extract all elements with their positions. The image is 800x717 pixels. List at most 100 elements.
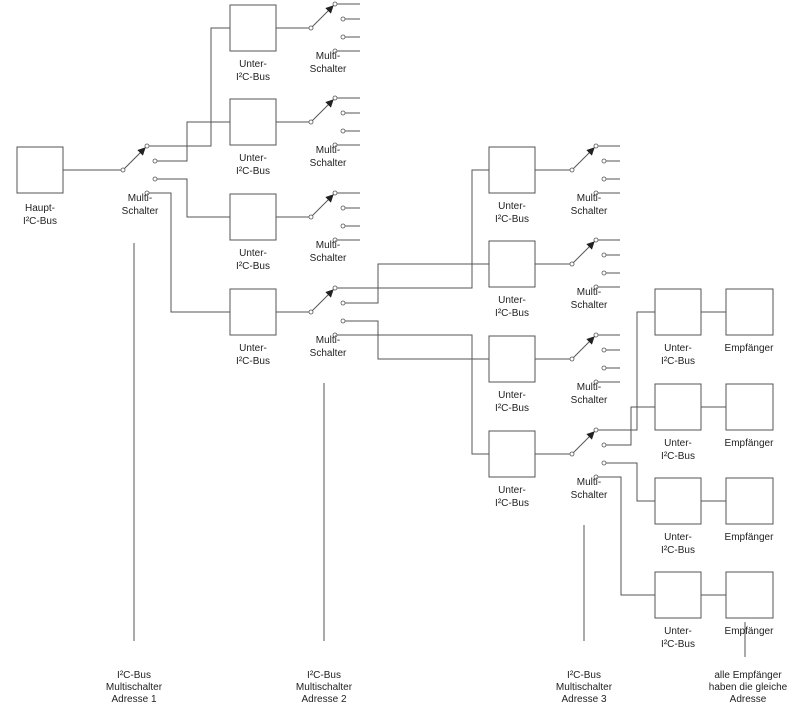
- sub-bus-label: Unter-: [239, 248, 267, 259]
- switch-pivot: [308, 119, 314, 125]
- switch-contact: [332, 95, 338, 101]
- wire: [149, 27, 230, 147]
- address-label: I²C-Bus: [567, 670, 601, 681]
- receiver-box: [725, 477, 774, 525]
- note-label: Adresse: [730, 694, 767, 705]
- wire: [345, 320, 489, 360]
- switch-contact: [340, 128, 346, 134]
- sub-bus-label: I²C-Bus: [661, 545, 695, 556]
- sub-bus-label: Unter-: [498, 201, 526, 212]
- switch-contact: [332, 190, 338, 196]
- switch-pivot: [308, 25, 314, 31]
- switch-pivot: [308, 309, 314, 315]
- switch-contact: [601, 347, 607, 353]
- address-label: Adresse 1: [111, 694, 156, 705]
- wire: [606, 406, 655, 446]
- sub-bus-box: [229, 288, 277, 336]
- wire: [598, 311, 655, 431]
- switch-pivot: [569, 167, 575, 173]
- sub-bus-label: I²C-Bus: [495, 403, 529, 414]
- switch-contact: [340, 34, 346, 40]
- sub-bus-box: [229, 98, 277, 146]
- wire: [337, 169, 489, 289]
- address-label: Multischalter: [296, 682, 353, 693]
- switch-contact: [152, 158, 158, 164]
- switch-label: Multi-: [577, 287, 601, 298]
- sub-bus-label: I²C-Bus: [661, 451, 695, 462]
- switch-label: Multi-: [316, 240, 340, 251]
- sub-bus-box: [654, 571, 702, 619]
- sub-bus-box: [654, 383, 702, 431]
- switch-contact: [601, 270, 607, 276]
- address-label: Multischalter: [106, 682, 163, 693]
- switch-contact: [601, 460, 607, 466]
- sub-bus-label: I²C-Bus: [236, 356, 270, 367]
- switch-contact: [340, 318, 346, 324]
- switch-arm: [571, 336, 595, 360]
- switch-label: Multi-: [128, 193, 152, 204]
- switch-label: Multi-: [316, 145, 340, 156]
- switch-label: Schalter: [571, 490, 608, 501]
- sub-bus-box: [488, 146, 536, 194]
- switch-label: Schalter: [122, 206, 159, 217]
- note-label: haben die gleiche: [709, 682, 788, 693]
- sub-bus-label: Unter-: [664, 626, 692, 637]
- sub-bus-label: Unter-: [664, 438, 692, 449]
- switch-contact: [340, 16, 346, 22]
- switch-contact: [601, 252, 607, 258]
- wire: [149, 192, 230, 313]
- sub-bus-box: [488, 335, 536, 383]
- switch-label: Schalter: [571, 206, 608, 217]
- sub-bus-label: Unter-: [498, 295, 526, 306]
- switch-label: Multi-: [577, 382, 601, 393]
- sub-bus-label: I²C-Bus: [495, 498, 529, 509]
- switch-label: Multi-: [577, 193, 601, 204]
- main-bus-label: Haupt-: [25, 203, 55, 214]
- wire: [337, 334, 489, 455]
- switch-contact: [593, 143, 599, 149]
- receiver-box: [725, 288, 774, 336]
- sub-bus-label: Unter-: [239, 153, 267, 164]
- wire: [157, 121, 230, 162]
- switch-pivot: [569, 451, 575, 457]
- receiver-box: [725, 383, 774, 431]
- main-bus-box: [16, 146, 64, 194]
- wire: [606, 462, 655, 502]
- sub-bus-label: Unter-: [239, 343, 267, 354]
- switch-contact: [340, 205, 346, 211]
- sub-bus-box: [654, 477, 702, 525]
- switch-label: Schalter: [310, 348, 347, 359]
- sub-bus-label: I²C-Bus: [661, 639, 695, 650]
- switch-contact: [332, 1, 338, 7]
- receiver-label: Empfänger: [725, 626, 775, 637]
- switch-label: Schalter: [571, 395, 608, 406]
- switch-label: Schalter: [310, 253, 347, 264]
- wire: [598, 476, 655, 596]
- address-label: I²C-Bus: [117, 670, 151, 681]
- sub-bus-label: Unter-: [498, 485, 526, 496]
- sub-bus-label: Unter-: [664, 343, 692, 354]
- sub-bus-label: Unter-: [664, 532, 692, 543]
- receiver-label: Empfänger: [725, 343, 775, 354]
- note-label: alle Empfänger: [714, 670, 782, 681]
- main-bus-label: I²C-Bus: [23, 216, 57, 227]
- switch-label: Schalter: [571, 300, 608, 311]
- switch-contact: [593, 237, 599, 243]
- switch-arm: [310, 289, 334, 313]
- switch-arm: [571, 241, 595, 265]
- switch-arm: [571, 431, 595, 455]
- switch-label: Multi-: [577, 477, 601, 488]
- sub-bus-label: Unter-: [498, 390, 526, 401]
- sub-bus-box: [654, 288, 702, 336]
- switch-label: Multi-: [316, 335, 340, 346]
- sub-bus-label: I²C-Bus: [236, 261, 270, 272]
- switch-contact: [332, 285, 338, 291]
- switch-contact: [601, 442, 607, 448]
- switch-pivot: [569, 356, 575, 362]
- switch-contact: [601, 176, 607, 182]
- sub-bus-label: Unter-: [239, 59, 267, 70]
- switch-contact: [340, 223, 346, 229]
- sub-bus-box: [229, 193, 277, 241]
- switch-contact: [601, 365, 607, 371]
